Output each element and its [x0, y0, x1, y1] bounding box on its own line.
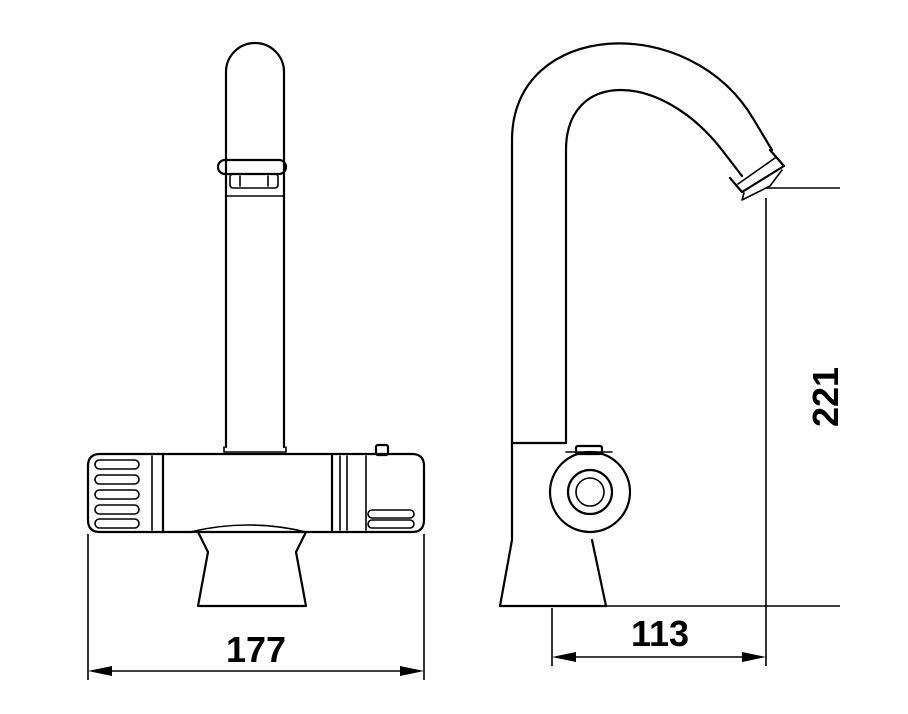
arrowhead: [400, 666, 424, 676]
side-body: [498, 441, 632, 608]
dimension-width: 177: [87, 534, 425, 680]
front-mixer-body: [86, 443, 426, 534]
arrowhead: [552, 652, 576, 662]
front-spout-tube: [216, 41, 288, 453]
side-gooseneck-spout: [510, 42, 786, 445]
dimension-depth: 113: [551, 198, 767, 666]
arrowhead: [742, 652, 766, 662]
front-pedestal: [196, 530, 308, 608]
dimension-width-label: 177: [226, 629, 286, 670]
arrowhead: [88, 666, 112, 676]
front-view: [86, 41, 426, 608]
dimension-depth-label: 113: [631, 613, 689, 654]
dimension-height-label: 221: [805, 367, 846, 427]
side-view: [498, 42, 786, 608]
dimension-height: 221: [606, 187, 846, 607]
